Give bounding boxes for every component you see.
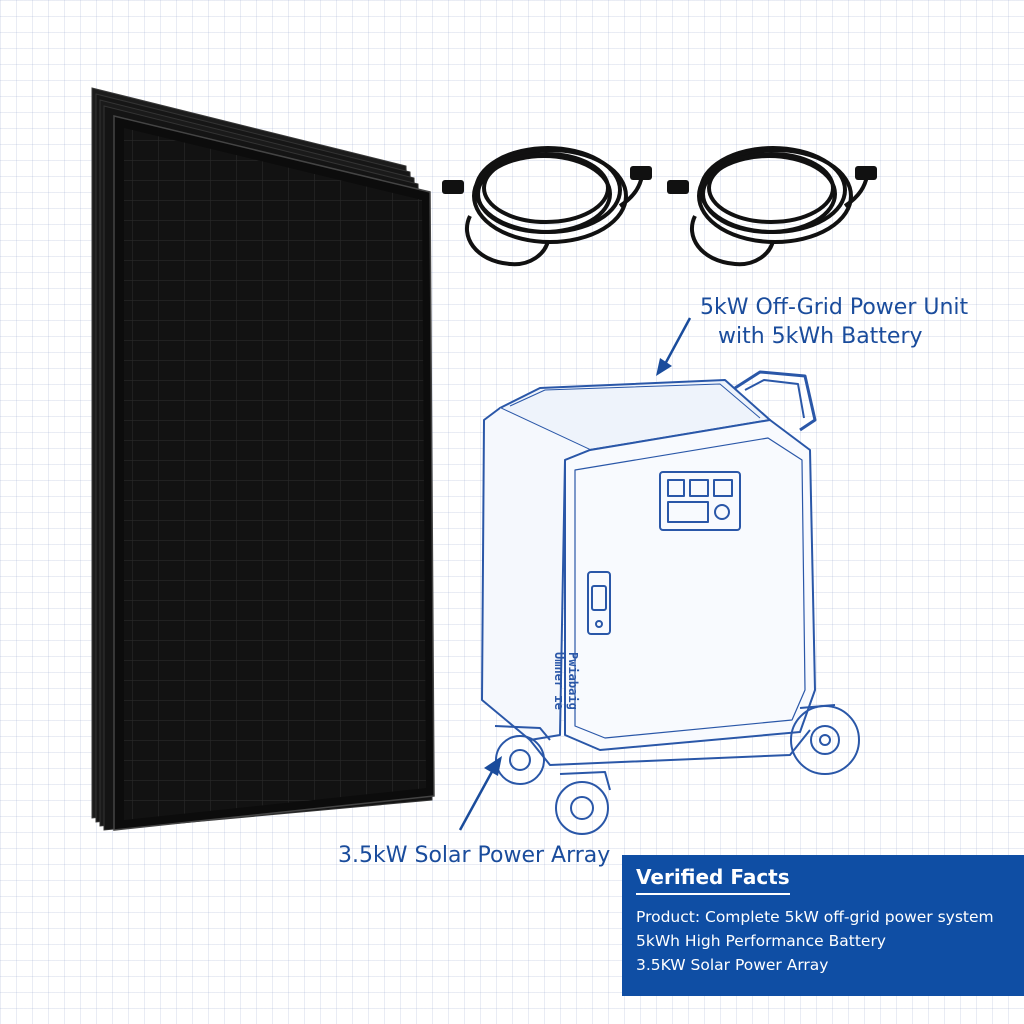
power-unit-sketch xyxy=(481,370,860,835)
facts-title: Verified Facts xyxy=(636,865,790,895)
cable-coil-icon xyxy=(667,146,877,267)
power-unit-label: 5kW Off-Grid Power Unit xyxy=(700,295,969,320)
cable-coil-icon xyxy=(442,146,652,267)
verified-facts-box: Verified Facts Product: Complete 5kW off… xyxy=(622,855,1024,996)
arrow-icon xyxy=(458,756,502,831)
device-side-text-line2: Umner ɪe xyxy=(552,652,566,710)
list-item: 5kWh High Performance Battery xyxy=(636,932,886,950)
arrow-icon xyxy=(656,317,692,376)
solar-array-label: 3.5kW Solar Power Array xyxy=(338,843,611,868)
solar-panel-stack xyxy=(91,87,435,831)
list-item: Product: Complete 5kW off-grid power sys… xyxy=(636,908,994,926)
power-unit-label-sub: with 5kWh Battery xyxy=(718,324,923,349)
device-side-text-line1: Pwiabaig xyxy=(566,652,580,710)
facts-list: Product: Complete 5kW off-grid power sys… xyxy=(636,905,1010,977)
list-item: 3.5KW Solar Power Array xyxy=(636,956,829,974)
device-side-text: Pwiabaig Umner ɪe xyxy=(552,652,580,710)
